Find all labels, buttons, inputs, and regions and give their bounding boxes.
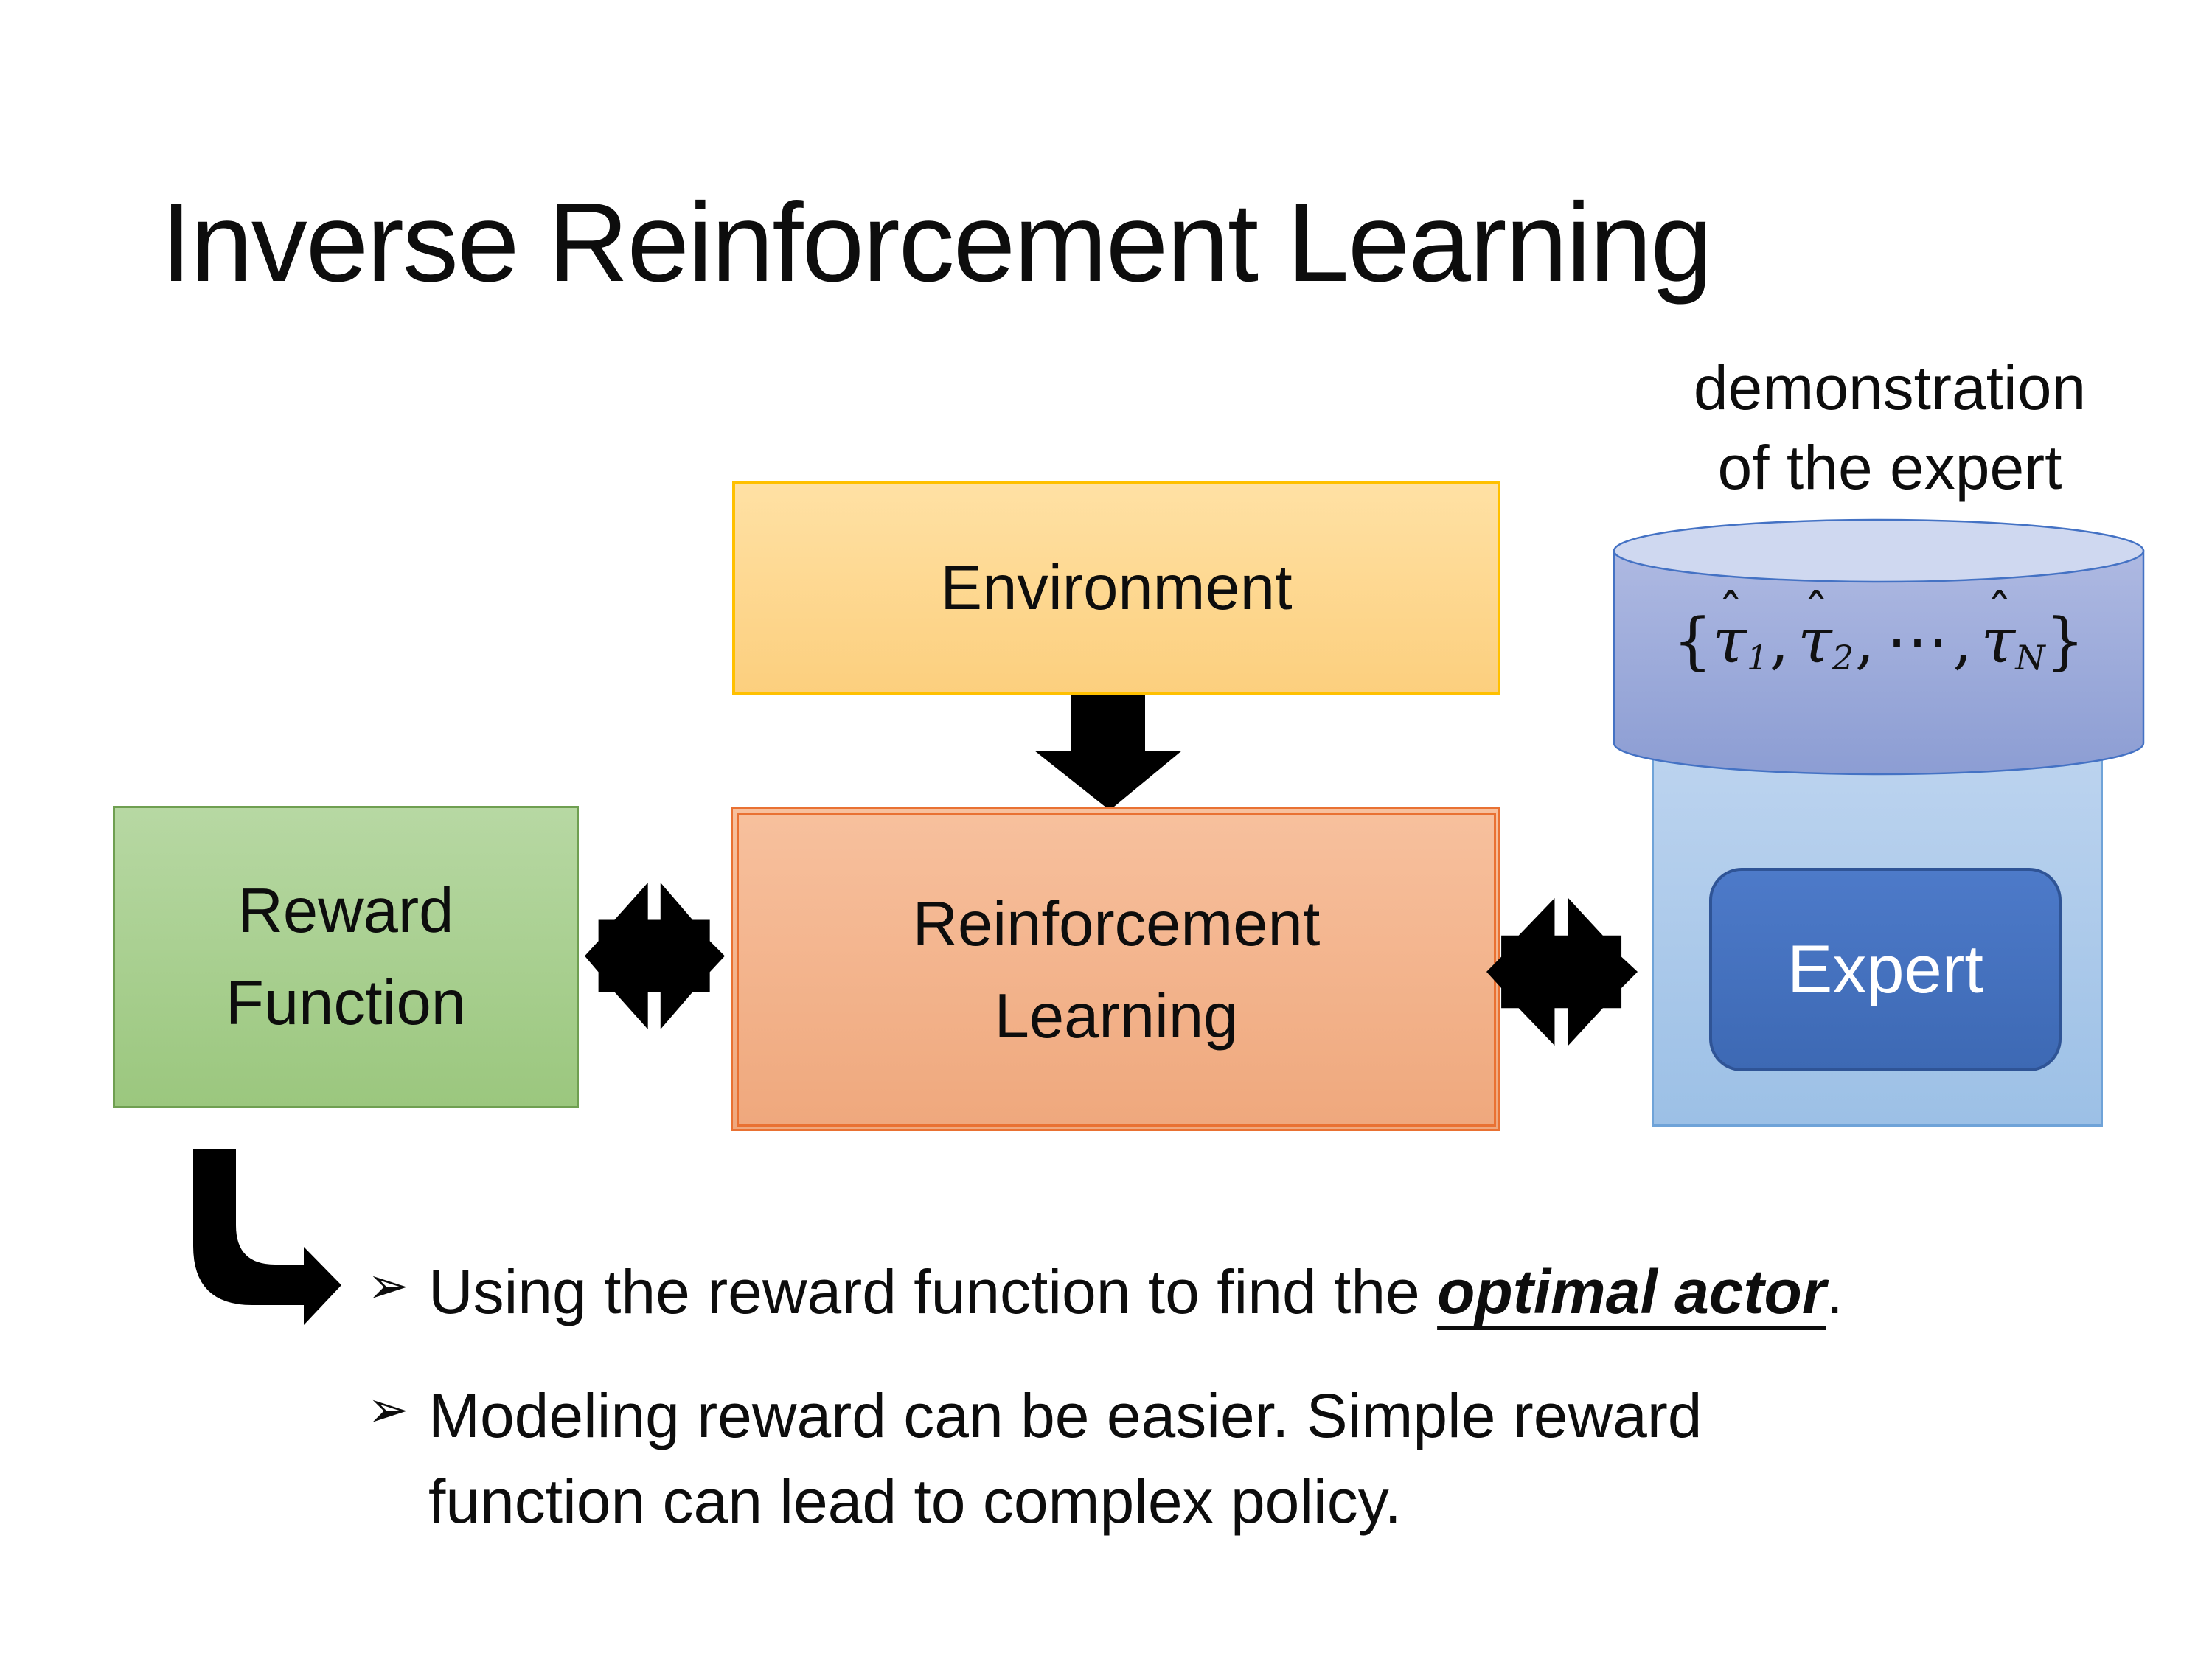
bullet-text-2: Modeling reward can be easier. Simple re… bbox=[428, 1373, 1703, 1544]
formula-comma: , bbox=[1952, 605, 1973, 677]
bullet-text-1: Using the reward function to find the op… bbox=[428, 1249, 1843, 1335]
bullet-arrow-icon: ➢ bbox=[367, 1382, 409, 1438]
bullet-item-2: ➢ Modeling reward can be easier. Simple … bbox=[367, 1373, 1703, 1544]
subscript-n: N bbox=[2015, 638, 2045, 678]
reward-function-label-line1: Reward bbox=[237, 876, 454, 946]
reinforcement-learning-label-line2: Learning bbox=[994, 981, 1239, 1051]
bullet-2-line2: function can lead to complex policy. bbox=[428, 1467, 1402, 1536]
double-arrow-right-icon bbox=[1486, 898, 1638, 1046]
expert-label: Expert bbox=[1787, 931, 1983, 1007]
formula-comma: , bbox=[1854, 605, 1875, 677]
bullet-2-line1: Modeling reward can be easier. Simple re… bbox=[428, 1381, 1703, 1450]
formula-close-brace: } bbox=[2045, 605, 2085, 677]
formula-comma: , bbox=[1769, 605, 1790, 677]
reward-function-label-line2: Function bbox=[225, 968, 466, 1038]
down-arrow-icon bbox=[1034, 695, 1182, 810]
bullet-item-1: ➢ Using the reward function to find the … bbox=[367, 1249, 1843, 1335]
double-arrow-left-icon bbox=[585, 883, 725, 1029]
bullet-arrow-icon: ➢ bbox=[367, 1258, 409, 1314]
bullet-1-prefix: Using the reward function to find the bbox=[428, 1257, 1438, 1326]
demo-caption-line1: demonstration bbox=[1693, 353, 2087, 422]
slide-title: Inverse Reinforcement Learning bbox=[161, 180, 1713, 305]
environment-label: Environment bbox=[940, 553, 1293, 623]
reward-function-box: Reward Function bbox=[113, 806, 579, 1108]
subscript-2: 2 bbox=[1832, 638, 1854, 678]
bullet-1-suffix: . bbox=[1826, 1257, 1843, 1326]
formula-open-brace: { bbox=[1672, 605, 1713, 677]
expert-box: Expert bbox=[1709, 868, 2062, 1071]
elbow-arrow-icon bbox=[193, 1149, 341, 1325]
hat-accent: ˆ bbox=[1717, 583, 1745, 645]
reinforcement-learning-label-line1: Reinforcement bbox=[912, 888, 1321, 959]
hat-accent: ˆ bbox=[1986, 583, 2013, 645]
reinforcement-learning-box: Reinforcement Learning bbox=[737, 813, 1496, 1127]
bullet-1-emphasis: optimal actor bbox=[1437, 1257, 1826, 1326]
demo-caption: demonstration of the expert bbox=[1630, 348, 2150, 507]
demo-caption-line2: of the expert bbox=[1717, 433, 2062, 502]
subscript-1: 1 bbox=[1746, 638, 1769, 678]
environment-box: Environment bbox=[732, 481, 1500, 695]
hat-accent: ˆ bbox=[1803, 583, 1830, 645]
demo-cylinder bbox=[1613, 518, 2145, 776]
formula-ellipsis: ⋯ bbox=[1886, 605, 1949, 677]
